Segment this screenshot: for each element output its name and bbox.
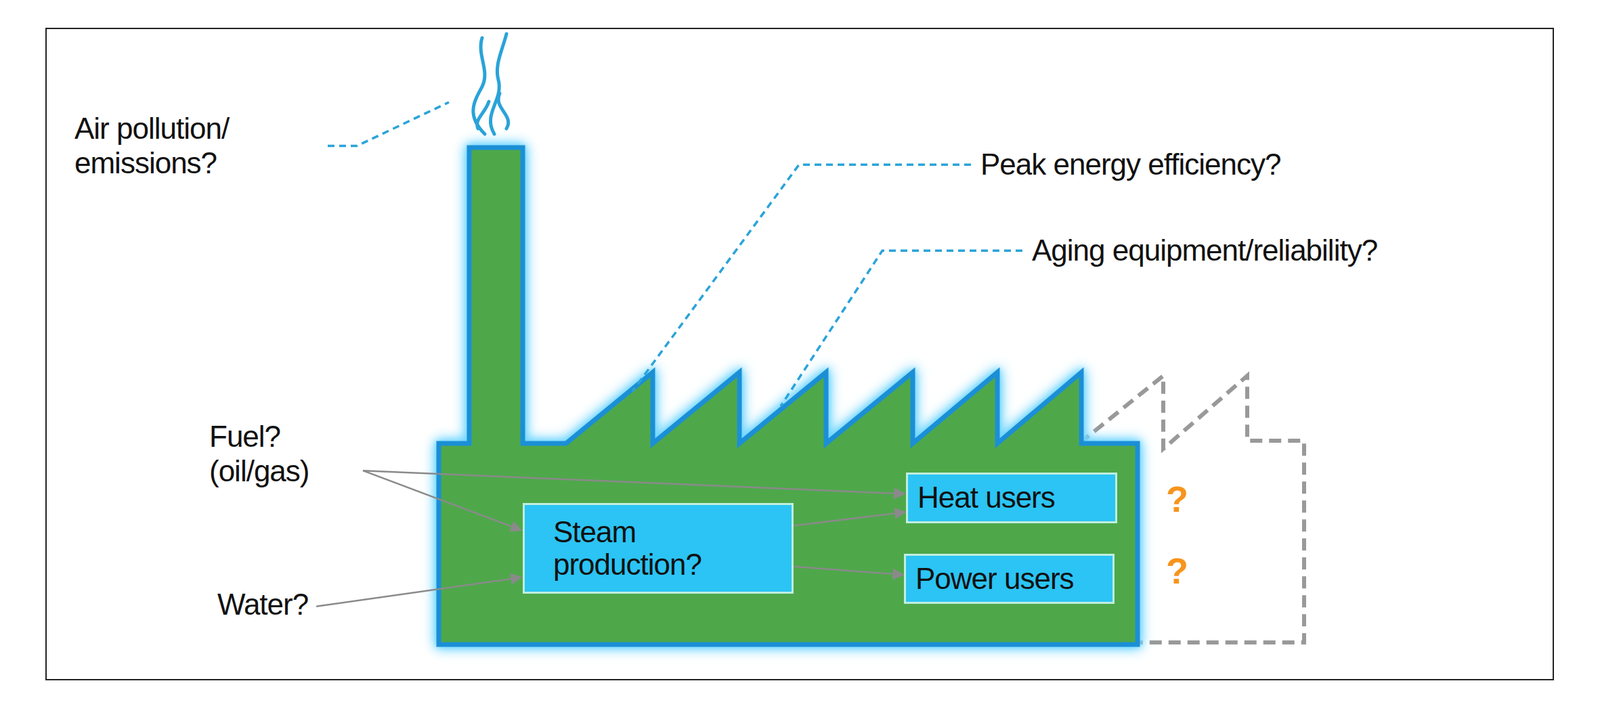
smoke-curl [477,101,489,129]
box-label: Steam production? [553,515,757,582]
smoke-curl [490,33,507,135]
question-mark: ? [1165,478,1188,521]
callout-note: Aging equipment/reliability? [1031,233,1378,269]
flow-arrow [793,566,904,575]
input-arrow [316,577,522,607]
leader-line [632,164,971,392]
box-label: Power users [915,562,1074,596]
callout-note: Air pollution/ emissions? [74,111,319,181]
smoke-plume [473,33,509,135]
input-arrow [362,470,905,494]
leader-line [780,250,1023,407]
box-label: Heat users [917,481,1055,514]
process-box: Heat users [905,472,1118,524]
smoke-curl [498,93,509,129]
process-box: Power users [903,553,1115,604]
process-box: Steam production? [522,503,794,594]
input-label: Fuel? (oil/gas) [209,419,355,489]
callout-note: Peak energy efficiency? [980,147,1281,183]
input-arrow [362,470,522,531]
flow-arrow [793,512,906,527]
frame [46,28,1554,680]
input-label: Water? [217,587,309,623]
factory-building [438,147,1138,645]
leader-line [327,102,449,147]
question-mark: ? [1165,549,1188,592]
